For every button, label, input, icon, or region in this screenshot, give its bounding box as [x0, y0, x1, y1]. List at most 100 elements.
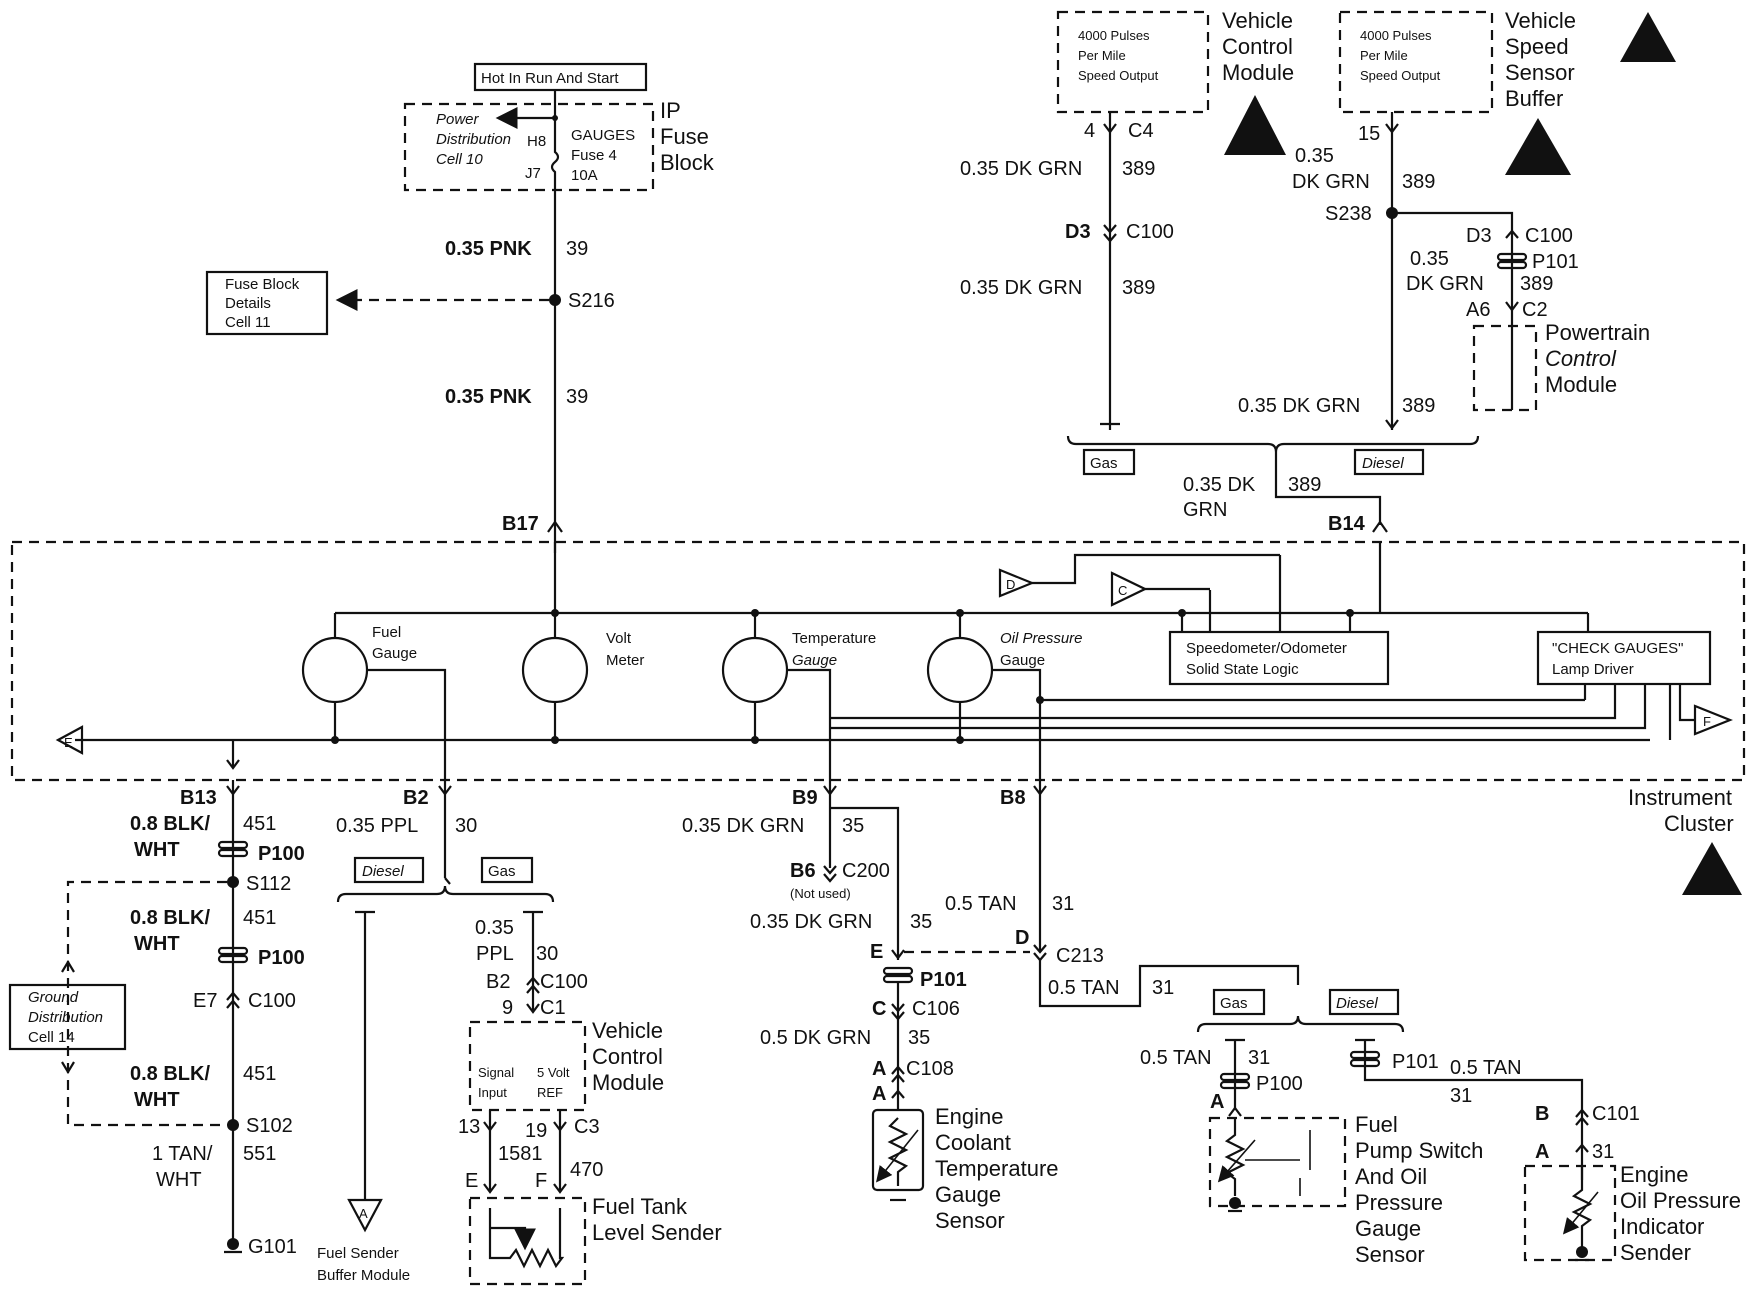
svg-text:Lamp Driver: Lamp Driver: [1552, 661, 1634, 678]
svg-text:31: 31: [1592, 1141, 1614, 1163]
svg-text:S216: S216: [568, 290, 615, 312]
svg-text:A: A: [359, 1206, 368, 1221]
svg-text:C2: C2: [1522, 299, 1548, 321]
svg-text:0.35 PNK: 0.35 PNK: [445, 386, 532, 408]
svg-text:Input: Input: [478, 1085, 507, 1100]
svg-text:Fuse: Fuse: [660, 124, 709, 149]
svg-text:389: 389: [1520, 273, 1553, 295]
svg-text:4000 Pulses: 4000 Pulses: [1360, 28, 1432, 43]
svg-text:C100: C100: [540, 971, 588, 993]
gas-diesel-brace-top: Gas Diesel 0.35 DK GRN 389 B14: [1066, 435, 1480, 535]
coolant-sensor-icon: [871, 1108, 925, 1192]
svg-text:Gas: Gas: [1090, 455, 1118, 472]
svg-text:E7: E7: [193, 990, 217, 1012]
svg-text:Sender: Sender: [1620, 1240, 1691, 1265]
svg-text:389: 389: [1122, 158, 1155, 180]
svg-text:WHT: WHT: [134, 1089, 180, 1111]
svg-text:C101: C101: [1592, 1103, 1640, 1125]
hot-label: Hot In Run And Start: [481, 70, 619, 87]
splice-s216: [549, 294, 561, 306]
svg-text:0.35 PNK: 0.35 PNK: [445, 238, 532, 260]
svg-text:Speed: Speed: [1505, 34, 1569, 59]
svg-text:15: 15: [1358, 123, 1380, 145]
esd-warning-icon: [1620, 12, 1676, 62]
svg-text:Coolant: Coolant: [935, 1130, 1011, 1155]
ip-fuse-block: Hot In Run And Start Power Distribution …: [205, 62, 715, 553]
ground-distribution-box: [8, 983, 127, 1051]
svg-text:F: F: [535, 1170, 547, 1192]
svg-text:Distribution: Distribution: [436, 131, 511, 148]
svg-text:Fuse 4: Fuse 4: [571, 147, 617, 164]
svg-text:31: 31: [1248, 1047, 1270, 1069]
svg-text:Vehicle: Vehicle: [1222, 8, 1293, 33]
svg-text:D: D: [1015, 927, 1029, 949]
svg-text:B9: B9: [792, 787, 818, 809]
svg-text:1 TAN/: 1 TAN/: [152, 1143, 213, 1165]
svg-text:0.8 BLK/: 0.8 BLK/: [130, 1063, 210, 1085]
svg-text:13: 13: [458, 1116, 480, 1138]
svg-text:GAUGES: GAUGES: [571, 127, 635, 144]
svg-text:Engine: Engine: [935, 1104, 1004, 1129]
svg-text:451: 451: [243, 813, 276, 835]
svg-text:C106: C106: [912, 998, 960, 1020]
svg-text:Sensor: Sensor: [1505, 60, 1575, 85]
check-gauges-box: [1536, 630, 1712, 686]
svg-text:P101: P101: [1392, 1051, 1439, 1073]
svg-text:Speedometer/Odometer: Speedometer/Odometer: [1186, 640, 1347, 657]
svg-text:J7: J7: [525, 165, 541, 182]
svg-text:C1: C1: [540, 997, 566, 1019]
svg-text:And Oil: And Oil: [1355, 1164, 1427, 1189]
svg-text:Instrument: Instrument: [1628, 785, 1732, 810]
svg-text:DK GRN: DK GRN: [1406, 273, 1484, 295]
svg-text:P100: P100: [258, 843, 305, 865]
svg-text:Diesel: Diesel: [1336, 995, 1378, 1012]
svg-text:GRN: GRN: [1183, 499, 1227, 521]
svg-text:0.5 TAN: 0.5 TAN: [1140, 1047, 1212, 1069]
temperature-gauge-icon: [721, 636, 789, 704]
svg-text:Level Sender: Level Sender: [592, 1220, 722, 1245]
svg-text:S102: S102: [246, 1115, 293, 1137]
svg-text:A6: A6: [1466, 299, 1490, 321]
svg-text:C: C: [1118, 583, 1127, 598]
svg-text:C: C: [872, 998, 886, 1020]
svg-text:Signal: Signal: [478, 1065, 514, 1080]
svg-text:C3: C3: [574, 1116, 600, 1138]
svg-text:Speed Output: Speed Output: [1078, 68, 1159, 83]
svg-text:B2: B2: [403, 787, 429, 809]
svg-text:9: 9: [502, 997, 513, 1019]
svg-text:B6: B6: [790, 860, 816, 882]
svg-text:A: A: [872, 1058, 886, 1080]
svg-text:35: 35: [910, 911, 932, 933]
svg-text:0.5 TAN: 0.5 TAN: [1048, 977, 1120, 999]
hot-in-run-box: [473, 62, 648, 92]
svg-text:S112: S112: [246, 873, 291, 895]
svg-text:C100: C100: [248, 990, 296, 1012]
svg-text:0.5 DK GRN: 0.5 DK GRN: [760, 1027, 871, 1049]
ground-icon: [227, 1238, 239, 1250]
volt-meter-icon: [521, 636, 589, 704]
svg-text:4: 4: [1084, 120, 1095, 142]
svg-text:39: 39: [566, 386, 588, 408]
svg-text:Fuel Sender: Fuel Sender: [317, 1245, 399, 1262]
svg-text:B14: B14: [1328, 513, 1366, 535]
svg-text:IP: IP: [660, 98, 681, 123]
svg-text:30: 30: [455, 815, 477, 837]
svg-text:31: 31: [1152, 977, 1174, 999]
svg-text:4000 Pulses: 4000 Pulses: [1078, 28, 1150, 43]
svg-text:D: D: [1006, 577, 1015, 592]
svg-text:C213: C213: [1056, 945, 1104, 967]
svg-text:A: A: [1535, 1141, 1549, 1163]
svg-text:31: 31: [1450, 1085, 1472, 1107]
svg-text:Gauge: Gauge: [372, 645, 417, 662]
svg-text:Gas: Gas: [488, 863, 516, 880]
svg-text:C100: C100: [1126, 221, 1174, 243]
temperature-circuit: B9 0.35 DK GRN 35 B6 C200 (Not used) 0.3…: [682, 780, 1059, 1233]
svg-text:G101: G101: [248, 1236, 297, 1258]
svg-text:Block: Block: [660, 150, 715, 175]
svg-text:Gauge: Gauge: [792, 652, 837, 669]
svg-text:Diesel: Diesel: [362, 863, 404, 880]
svg-text:35: 35: [908, 1027, 930, 1049]
svg-text:0.35 DK: 0.35 DK: [1183, 474, 1256, 496]
svg-text:Per Mile: Per Mile: [1078, 48, 1126, 63]
